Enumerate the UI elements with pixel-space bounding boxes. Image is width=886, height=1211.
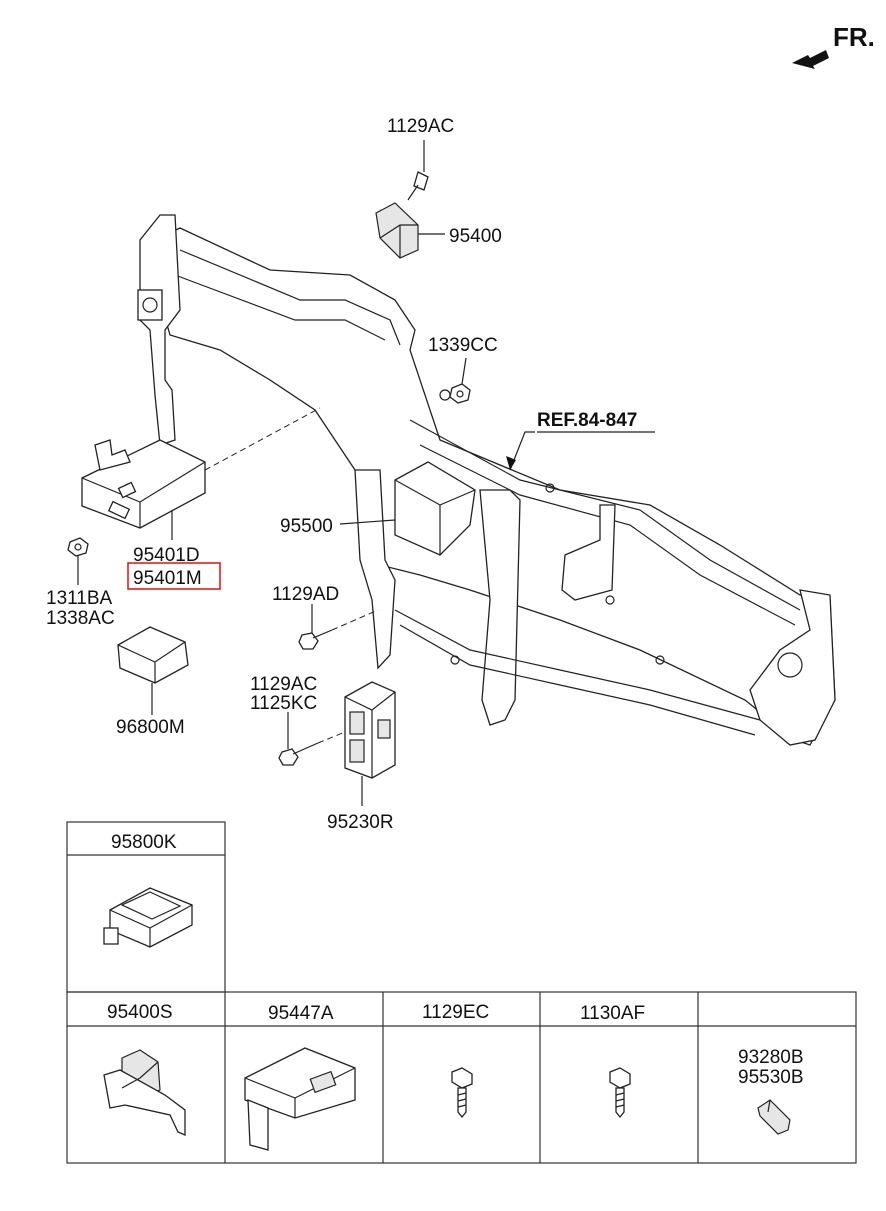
bolt-1129ac-top[interactable]: [407, 171, 429, 201]
label-95400: 95400: [449, 226, 502, 247]
bolt-1129ec-icon[interactable]: [451, 1067, 473, 1119]
label-1125kc: 1125KC: [250, 693, 317, 714]
nut-1339cc[interactable]: [449, 383, 471, 404]
switch-93280b-icon[interactable]: [757, 1099, 791, 1135]
mount-leader-95230r: [317, 731, 346, 744]
dash-frame-assembly: [137, 214, 836, 746]
part-95800k-icon[interactable]: [103, 887, 193, 948]
table-top-cell-label: 95800K: [111, 832, 177, 853]
bolt-1129ac-1125kc[interactable]: [278, 742, 319, 766]
highlight-box: [127, 562, 221, 590]
label-1129ac-top: 1129AC: [387, 116, 454, 137]
part-95230r[interactable]: [344, 681, 396, 779]
table-last-label-2: 95530B: [738, 1067, 804, 1088]
leader-lines: [77, 140, 535, 806]
mount-leader-95401: [204, 407, 321, 471]
bolt-1129ad[interactable]: [298, 629, 333, 650]
direction-label: FR.: [833, 22, 875, 52]
label-1339cc: 1339CC: [428, 335, 498, 356]
arrow-icon: [792, 50, 829, 69]
front-direction-indicator: FR.: [792, 22, 875, 69]
nut-1311ba-1338ac[interactable]: [67, 537, 89, 557]
label-1129ad: 1129AD: [272, 584, 339, 605]
label-95230r: 95230R: [327, 812, 394, 833]
table-header-col4: 1130AF: [580, 1003, 645, 1024]
table-header-col3: 1129EC: [422, 1002, 489, 1023]
part-95447a-icon[interactable]: [244, 1047, 356, 1151]
table-header-col1: 95400S: [107, 1002, 173, 1023]
part-95400[interactable]: [375, 202, 419, 259]
label-1129ac-low: 1129AC: [250, 674, 317, 695]
table-header-col2: 95447A: [268, 1003, 334, 1024]
label-95500: 95500: [280, 516, 333, 537]
mount-leader-1129ad: [331, 609, 379, 631]
label-95401m: 95401M: [133, 568, 202, 589]
part-96800m[interactable]: [117, 626, 189, 684]
label-95401d: 95401D: [133, 545, 200, 566]
label-1338ac: 1338AC: [46, 608, 115, 629]
part-95400s-icon[interactable]: [103, 1049, 186, 1136]
part-95401[interactable]: [81, 439, 206, 529]
parts-table: 95800K 95400S 95447A 1129EC 1130AF: [66, 821, 857, 1164]
label-reference: REF.84-847: [537, 410, 637, 431]
part-95500[interactable]: [394, 461, 476, 556]
table-last-label-1: 93280B: [738, 1047, 804, 1068]
ref-arrow-icon: [506, 456, 516, 470]
label-96800m: 96800M: [116, 717, 185, 738]
bolt-1130af-icon[interactable]: [609, 1067, 631, 1119]
label-1311ba: 1311BA: [46, 588, 113, 609]
callout-labels: 1129AC 95400 1339CC REF.84-847 95500 954…: [46, 116, 655, 833]
